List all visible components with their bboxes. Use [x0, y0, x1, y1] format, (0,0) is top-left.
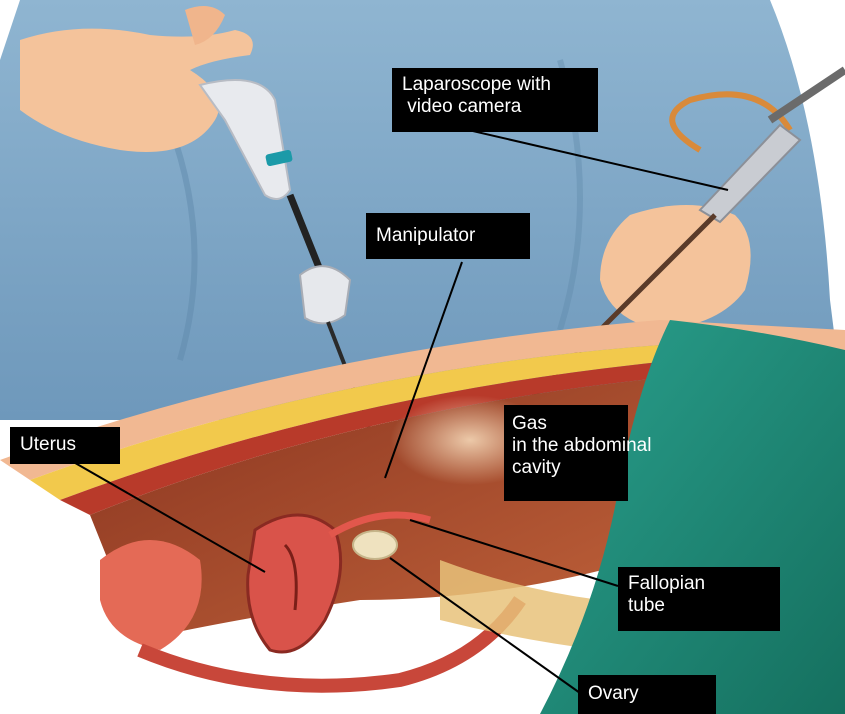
bladder — [100, 540, 202, 650]
uterus-shape — [248, 515, 341, 652]
manipulator-label: Manipulator — [366, 213, 530, 259]
uterus-label: Uterus — [10, 427, 120, 464]
gas-label: Gas in the abdominal cavity — [504, 405, 628, 501]
ovary-label: Ovary — [578, 675, 716, 714]
manipulator-trocar — [300, 266, 350, 323]
laparoscope-label: Laparoscope with video camera — [392, 68, 598, 132]
ovary-shape — [353, 531, 397, 559]
fallopian-tube-label: Fallopian tube — [618, 567, 780, 631]
